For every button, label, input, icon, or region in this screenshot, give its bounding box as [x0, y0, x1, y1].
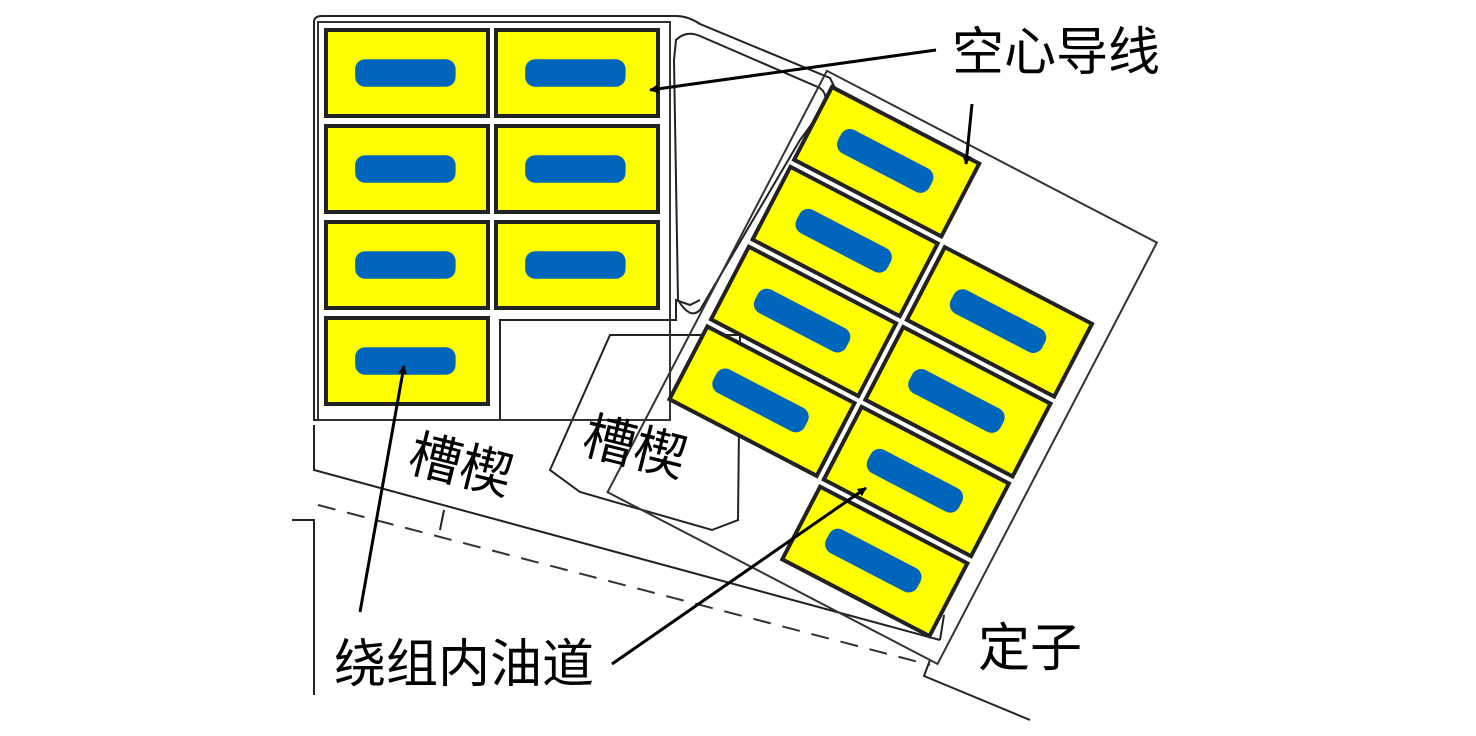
winding-bar: [494, 28, 660, 118]
winding-bar: [904, 244, 1095, 400]
label-winding-oil-duct: 绕组内油道: [334, 635, 594, 695]
arrow-duct-to-right: [611, 486, 867, 666]
winding-bar: [708, 243, 899, 399]
hollow-conductor-duct: [795, 208, 892, 273]
label-slot-wedge-left: 槽楔: [403, 424, 518, 507]
stator-bore-edge: [292, 509, 445, 695]
hollow-conductor-duct: [355, 251, 456, 279]
arrow-duct-to-left: [358, 365, 408, 613]
label-hollow-conductor: 空心导线: [952, 23, 1160, 83]
winding-bar: [494, 124, 660, 214]
winding-bar: [749, 164, 941, 319]
winding-bar: [324, 316, 490, 406]
label-slot-wedge-right: 槽楔: [577, 406, 692, 489]
right-slot-wall: [606, 69, 1159, 666]
hollow-conductor-duct: [525, 59, 626, 87]
hollow-conductor-duct: [753, 288, 851, 353]
hollow-conductor-duct: [355, 347, 456, 375]
hollow-conductor-duct: [866, 448, 964, 513]
winding-bar: [324, 220, 490, 310]
stator-bore-dashed: [317, 504, 931, 666]
winding-bar: [666, 323, 858, 479]
winding-bar: [821, 404, 1012, 559]
winding-bar: [324, 28, 490, 118]
hollow-conductor-duct: [525, 155, 626, 183]
annotation-arrows: [358, 48, 974, 666]
left-winding-bars: [324, 28, 660, 406]
winding-bar: [791, 84, 982, 240]
hollow-conductor-duct: [825, 528, 922, 593]
winding-bar: [494, 220, 660, 310]
right-winding-bars: [666, 84, 1095, 639]
label-stator: 定子: [978, 619, 1082, 679]
hollow-conductor-duct: [525, 251, 626, 279]
arrow-hollow-to-right: [962, 103, 974, 165]
left-slot-wall: [317, 21, 671, 421]
arrow-hollow-to-left: [649, 48, 937, 94]
hollow-conductor-duct: [355, 59, 456, 87]
hollow-conductor-duct: [355, 155, 456, 183]
winding-bar: [862, 324, 1054, 480]
hollow-conductor-duct: [908, 369, 1005, 433]
hollow-conductor-duct: [949, 289, 1047, 354]
winding-bar: [324, 124, 490, 214]
winding-bar: [779, 483, 971, 639]
hollow-conductor-duct: [837, 129, 934, 193]
hollow-conductor-duct: [712, 368, 809, 433]
right-slot: [606, 69, 1159, 666]
